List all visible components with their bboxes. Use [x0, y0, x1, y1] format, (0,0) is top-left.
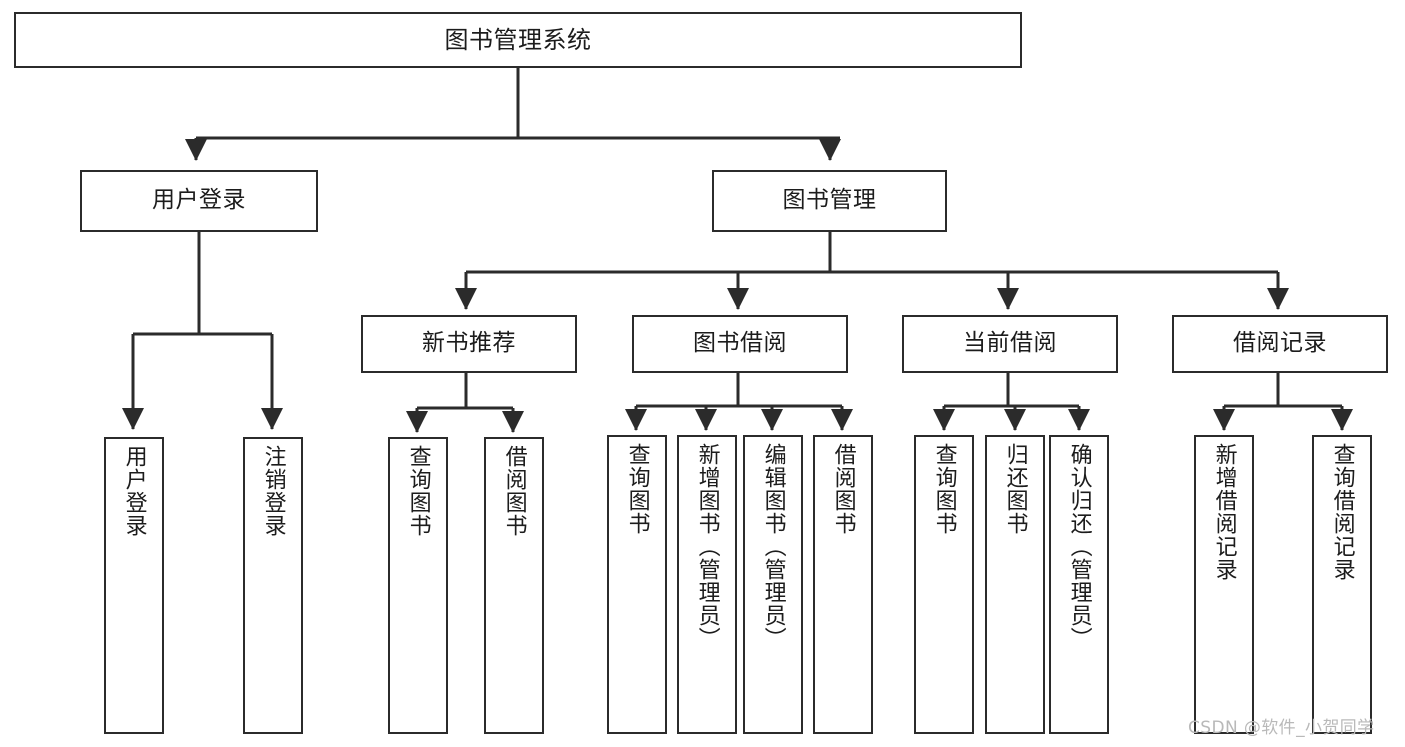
node-leaf-confirm-return[interactable]: 确认归还（管理员）: [1049, 435, 1109, 734]
node-leaf-user-login[interactable]: 用户登录: [104, 437, 164, 734]
node-label: 用户登录: [152, 187, 246, 214]
node-label: 新增图书（管理员）: [694, 443, 720, 650]
node-label: 注销登录: [260, 445, 286, 537]
node-label: 用户登录: [121, 445, 147, 537]
watermark-text: CSDN @软件_小贺同学: [1188, 718, 1375, 738]
node-label: 图书借阅: [693, 330, 787, 357]
node-book-manage[interactable]: 图书管理: [712, 170, 947, 232]
node-label: 查询图书: [931, 443, 957, 535]
node-label: 当前借阅: [963, 330, 1057, 357]
node-leaf-borrow-book-1[interactable]: 借阅图书: [484, 437, 544, 734]
node-label: 借阅图书: [501, 445, 527, 537]
node-label: 新增借阅记录: [1211, 443, 1237, 581]
node-label: 编辑图书（管理员）: [760, 443, 786, 650]
node-label: 归还图书: [1002, 443, 1028, 535]
node-leaf-return-book[interactable]: 归还图书: [985, 435, 1045, 734]
node-label: 查询图书: [405, 445, 431, 537]
node-leaf-edit-book[interactable]: 编辑图书（管理员）: [743, 435, 803, 734]
node-label: 确认归还（管理员）: [1066, 443, 1092, 650]
node-leaf-query-book-3[interactable]: 查询图书: [914, 435, 974, 734]
node-borrow-record[interactable]: 借阅记录: [1172, 315, 1388, 373]
node-leaf-query-book-2[interactable]: 查询图书: [607, 435, 667, 734]
node-new-book-recommend[interactable]: 新书推荐: [361, 315, 577, 373]
node-leaf-add-book[interactable]: 新增图书（管理员）: [677, 435, 737, 734]
node-label: 借阅记录: [1233, 330, 1327, 357]
node-current-borrow[interactable]: 当前借阅: [902, 315, 1118, 373]
node-leaf-query-book-1[interactable]: 查询图书: [388, 437, 448, 734]
node-leaf-query-record[interactable]: 查询借阅记录: [1312, 435, 1372, 734]
node-user-login[interactable]: 用户登录: [80, 170, 318, 232]
node-leaf-add-record[interactable]: 新增借阅记录: [1194, 435, 1254, 734]
node-root-system[interactable]: 图书管理系统: [14, 12, 1022, 68]
node-label: 查询图书: [624, 443, 650, 535]
node-leaf-user-logout[interactable]: 注销登录: [243, 437, 303, 734]
node-label: 图书管理: [782, 187, 877, 214]
node-leaf-borrow-book-2[interactable]: 借阅图书: [813, 435, 873, 734]
node-label: 新书推荐: [422, 330, 516, 357]
node-label: 图书管理系统: [444, 25, 592, 54]
node-label: 查询借阅记录: [1329, 443, 1355, 581]
node-book-borrow[interactable]: 图书借阅: [632, 315, 848, 373]
node-label: 借阅图书: [830, 443, 856, 535]
